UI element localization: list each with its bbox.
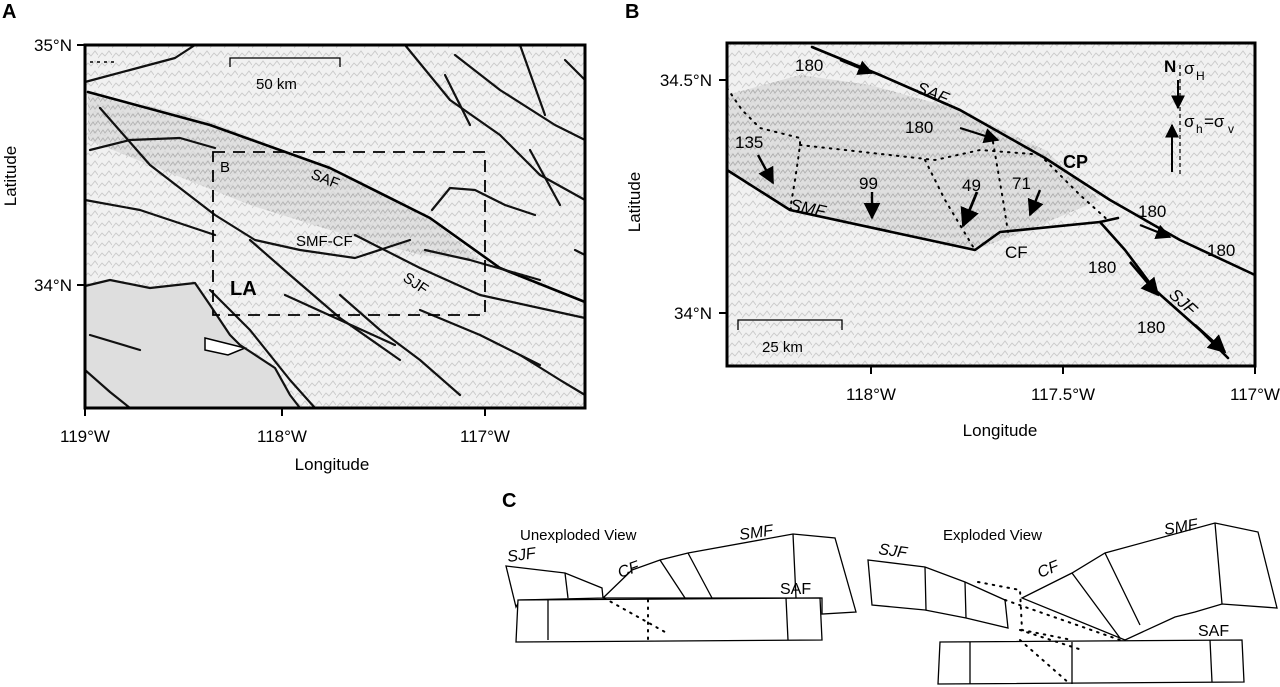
panel-b-smf-cf-fault-line bbox=[725, 168, 1120, 252]
value-label-10: 180 bbox=[1137, 318, 1165, 337]
panel-b-scale-label: 25 km bbox=[762, 339, 803, 356]
value-label-8: 180 bbox=[1207, 241, 1235, 260]
value-label-4: 99 bbox=[859, 174, 878, 193]
sigma-v-subscript: v bbox=[1228, 122, 1234, 136]
value-label-9: 180 bbox=[1088, 258, 1116, 277]
panel-b-lat-tick-34: 34°N bbox=[674, 304, 712, 323]
inset-box-label: B bbox=[220, 159, 230, 176]
sigma-h-max-subscript: H bbox=[1196, 69, 1205, 83]
panel-c-letter: C bbox=[502, 490, 516, 512]
panel-b-map bbox=[725, 43, 1257, 366]
panel-b-letter: B bbox=[625, 1, 639, 23]
unexploded-saf-label: SAF bbox=[780, 581, 811, 598]
panel-b-frame bbox=[725, 41, 1257, 368]
cajon-pass-label: CP bbox=[1063, 152, 1088, 172]
panel-a-lon-tick-119: 119°W bbox=[60, 427, 110, 446]
sjf-fault-line bbox=[353, 233, 587, 320]
panel-a-lat-tick-35: 35°N bbox=[34, 36, 72, 55]
panel-a: A bbox=[1, 1, 587, 474]
value-label-2: 180 bbox=[905, 118, 933, 137]
smf-cf-fault-line bbox=[98, 106, 412, 260]
panel-b-x-axis-label: Longitude bbox=[963, 421, 1038, 440]
panel-a-lon-tick-118: 118°W bbox=[257, 427, 307, 446]
panel-b-lon-tick-117: 117°W bbox=[1230, 385, 1280, 404]
value-label-5: 49 bbox=[962, 176, 981, 195]
panel-b-lon-tick-117-5: 117.5°W bbox=[1031, 385, 1095, 404]
panel-a-smf-cf-label: SMF-CF bbox=[296, 233, 353, 250]
unexploded-view-title: Unexploded View bbox=[520, 527, 637, 544]
north-label: N bbox=[1164, 57, 1176, 76]
panel-a-scale-label: 50 km bbox=[256, 76, 297, 93]
panel-b-cf-label: CF bbox=[1005, 243, 1028, 262]
panel-a-letter: A bbox=[2, 1, 16, 23]
panel-b-saf-fault-line bbox=[810, 45, 1257, 277]
exploded-view-title: Exploded View bbox=[943, 527, 1042, 544]
exploded-saf-label: SAF bbox=[1198, 623, 1229, 640]
panel-b-lat-tick-34-5: 34.5°N bbox=[660, 71, 712, 90]
unexploded-smf-label: SMF bbox=[738, 522, 775, 544]
value-label-6: 71 bbox=[1012, 174, 1031, 193]
exploded-sjf-label: SJF bbox=[877, 541, 909, 562]
unexploded-view-diagram bbox=[505, 533, 857, 643]
panel-a-frame bbox=[83, 43, 587, 410]
panel-b-y-axis-label: Latitude bbox=[625, 172, 644, 233]
unexploded-sjf-label: SJF bbox=[506, 545, 538, 566]
exploded-smf-label: SMF bbox=[1163, 516, 1200, 539]
scale-bar bbox=[229, 57, 341, 67]
sigma-v-label: =σ bbox=[1204, 112, 1225, 131]
panel-a-y-axis-label: Latitude bbox=[1, 146, 20, 207]
value-label-1: 180 bbox=[795, 56, 823, 75]
sigma-h-min-subscript: h bbox=[1196, 122, 1203, 136]
exploded-view-diagram bbox=[867, 522, 1278, 685]
panel-a-lon-tick-117: 117°W bbox=[460, 427, 510, 446]
sigma-h-min-label: σ bbox=[1184, 112, 1195, 131]
los-angeles-label: LA bbox=[230, 278, 257, 300]
panel-c: C Unexploded View SJF CF SMF SAF Explode… bbox=[502, 490, 1278, 685]
panel-a-map bbox=[83, 43, 587, 410]
value-label-7: 180 bbox=[1138, 202, 1166, 221]
panel-b: B bbox=[625, 1, 1280, 440]
value-label-3: 135 bbox=[735, 133, 763, 152]
stress-orientation-legend: N σ H σ h =σ v bbox=[1164, 57, 1234, 136]
sigma-h-max-label: σ bbox=[1184, 59, 1195, 78]
exploded-cf-label: CF bbox=[1035, 557, 1062, 581]
panel-a-x-axis-label: Longitude bbox=[295, 455, 370, 474]
panel-b-scale-bar bbox=[737, 319, 843, 330]
panel-b-extent-box bbox=[212, 151, 486, 316]
panel-b-lon-tick-118: 118°W bbox=[846, 385, 896, 404]
panel-a-lat-tick-34: 34°N bbox=[34, 276, 72, 295]
unexploded-cf-label: CF bbox=[616, 558, 643, 582]
